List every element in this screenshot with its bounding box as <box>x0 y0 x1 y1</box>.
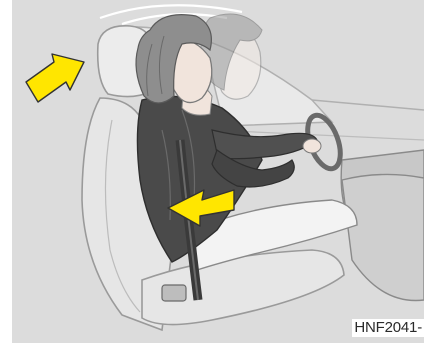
seat-belt-buckle <box>162 285 186 301</box>
driver-seating-illustration <box>12 0 424 343</box>
occupant-hand <box>303 139 321 153</box>
figure-code-label: HNF2041- <box>352 319 424 337</box>
